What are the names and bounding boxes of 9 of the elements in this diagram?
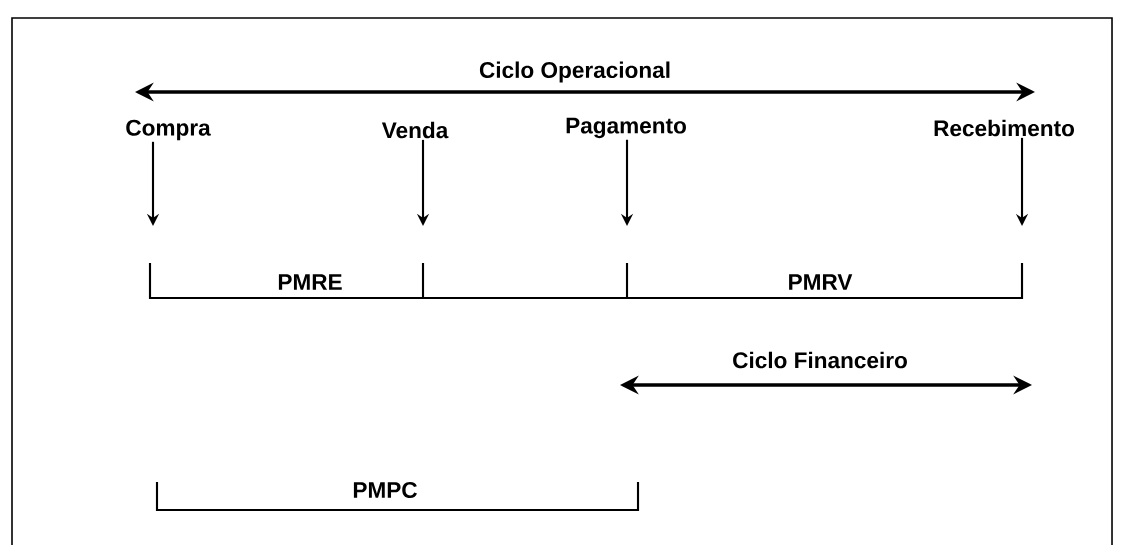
interval-label: PMPC <box>353 482 417 498</box>
span-label: Ciclo Financeiro <box>733 351 907 369</box>
interval-label: PMRV <box>789 274 853 290</box>
event-label: Pagamento <box>566 117 686 139</box>
event-label: Compra <box>126 119 211 141</box>
event-label: Recebimento <box>934 119 1074 137</box>
event-label: Venda <box>381 121 449 139</box>
span-label: Ciclo Operacional <box>479 61 670 83</box>
interval-label: PMRE <box>278 274 342 290</box>
